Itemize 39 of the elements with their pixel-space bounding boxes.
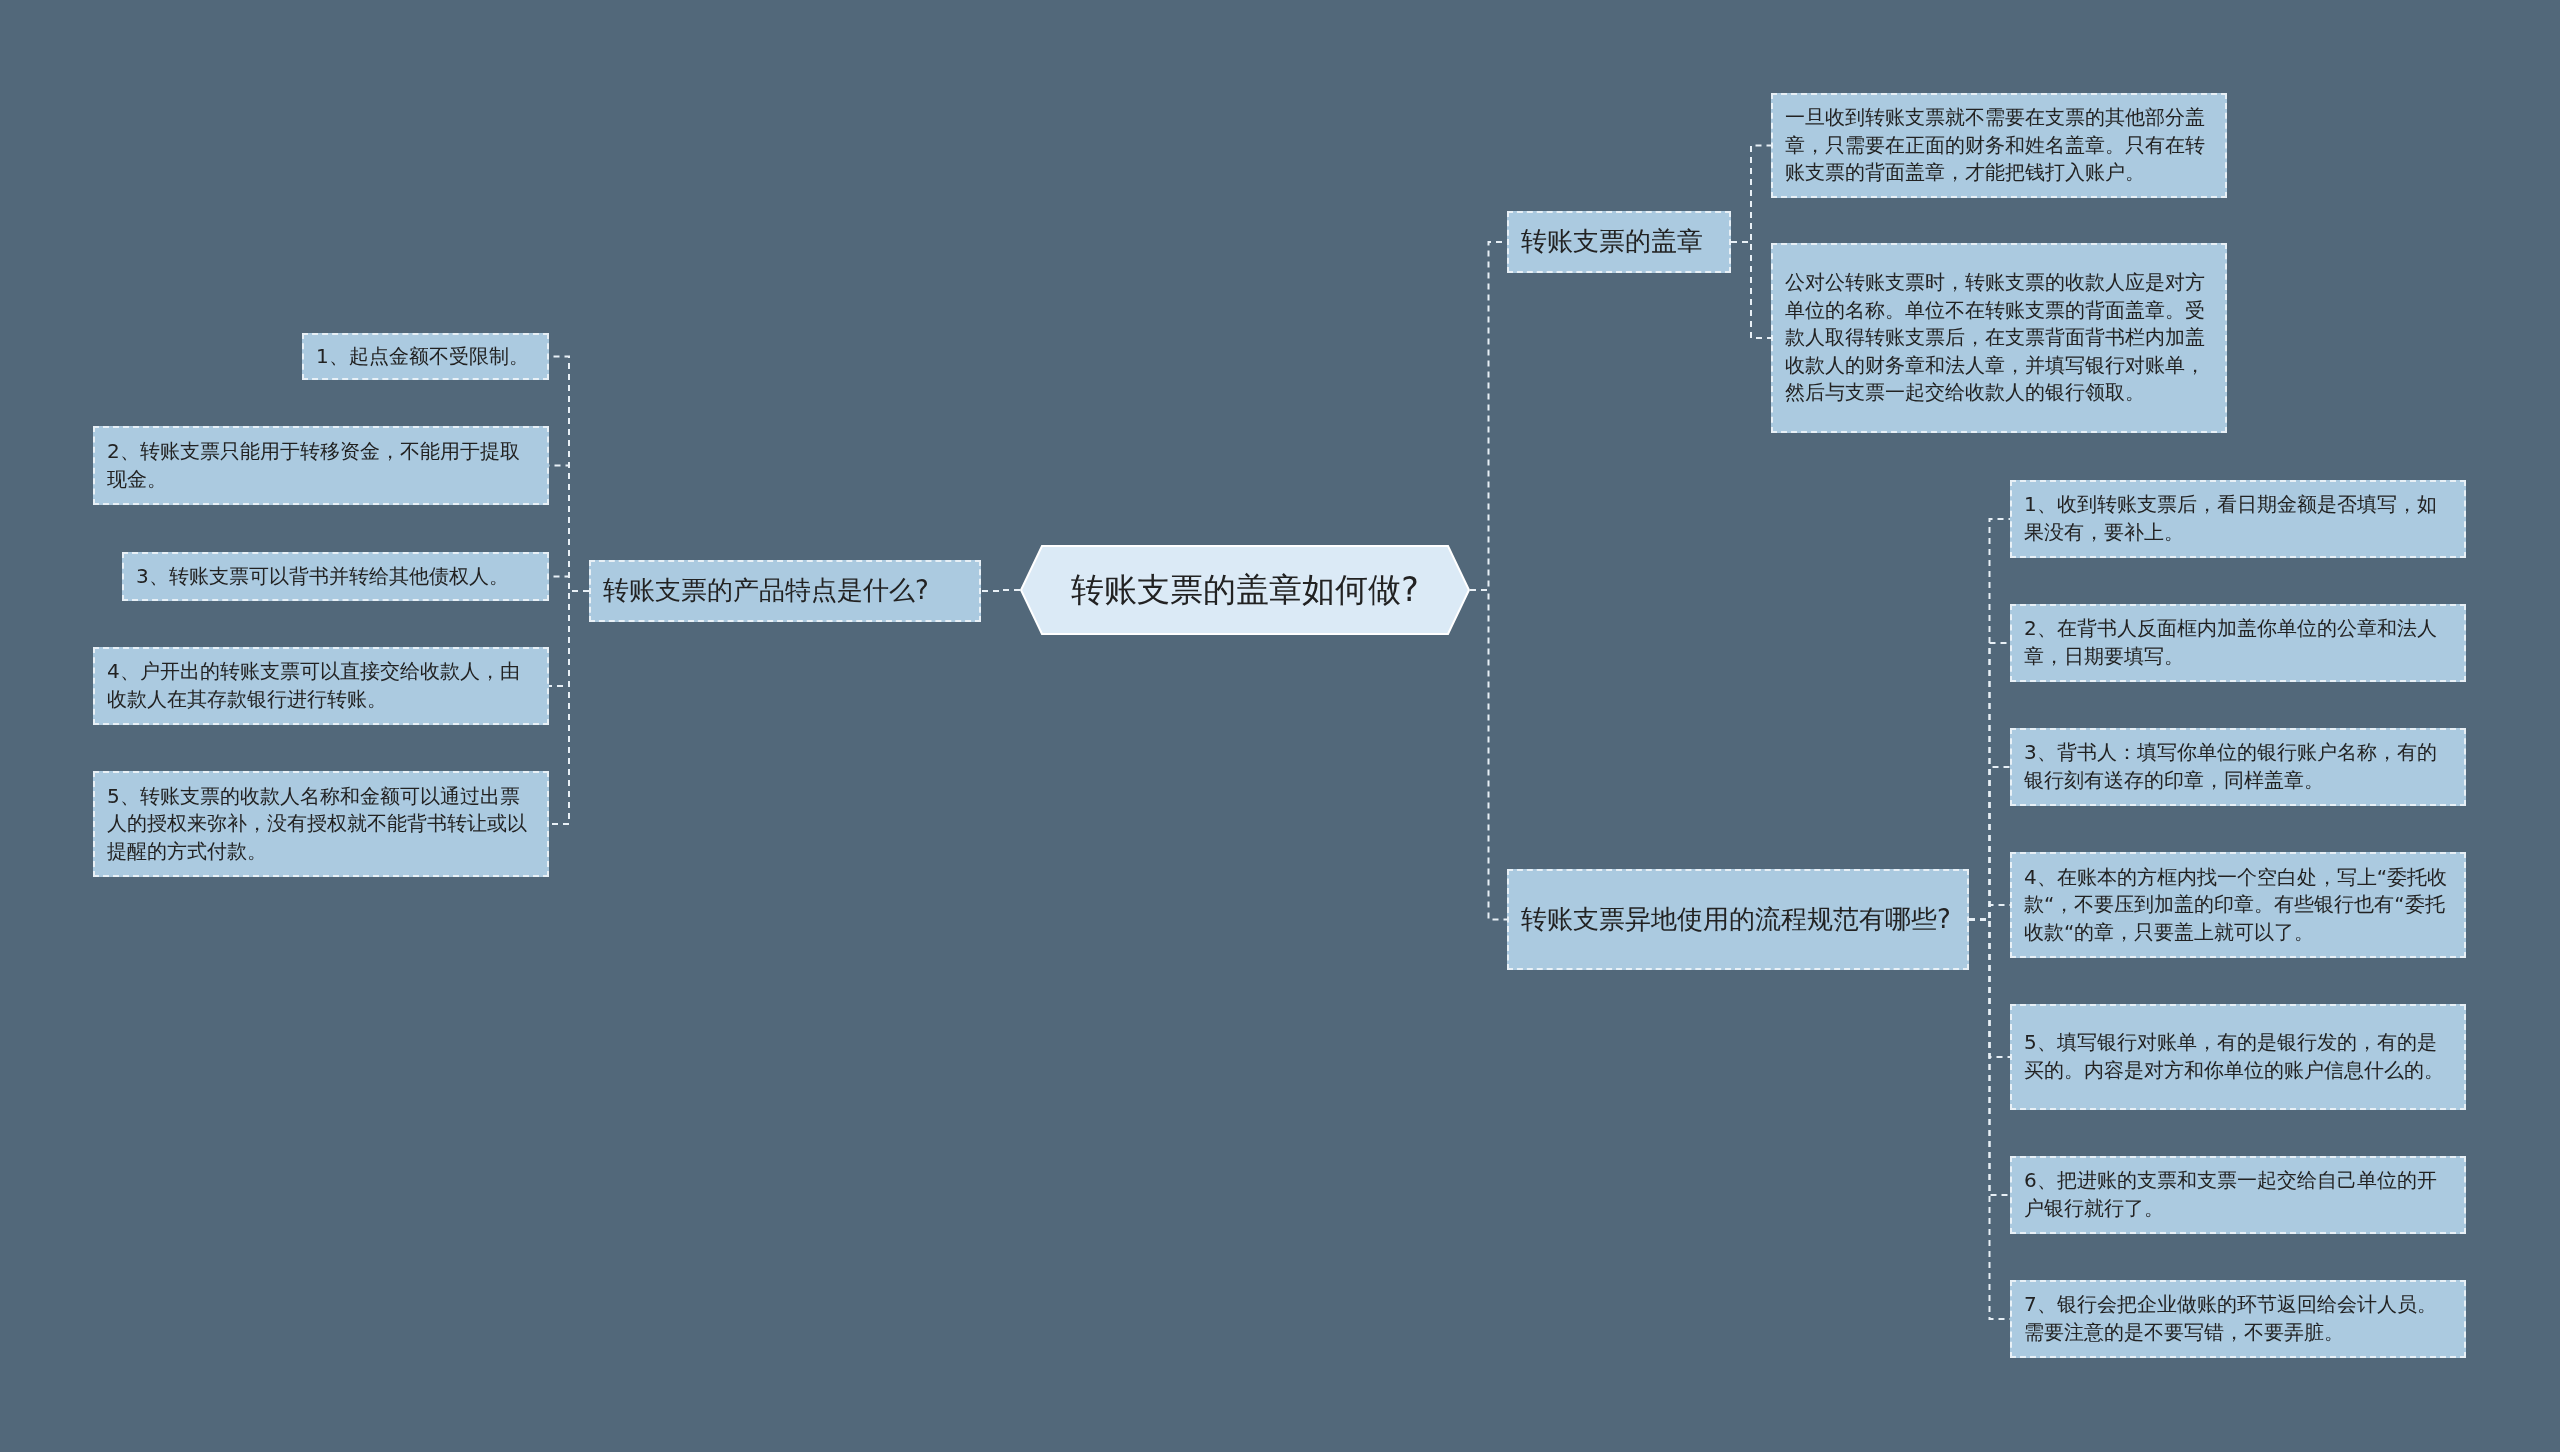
- subtopic-box: [2010, 1004, 2466, 1110]
- subtopic-box: [2010, 852, 2466, 958]
- topic-text: 转账支票的盖章如何做?: [1071, 569, 1419, 612]
- topic-text: 3、转账支票可以背书并转给其他债权人。: [136, 562, 509, 590]
- topic-box: [589, 560, 981, 622]
- connector-line: [980, 589, 1021, 592]
- subtopic-box: [93, 771, 549, 877]
- topic-text: 公对公转账支票时，转账支票的收款人应是对方单位的名称。单位不在转账支票的背面盖章。受款人取得转账支票后，在支票背面背书栏内加盖收款人的财务章和法人章，并填写银行对账单，然后与支票一起交给收款人的银行领取。: [1785, 269, 2206, 407]
- subtopic-box: [2010, 604, 2466, 682]
- central-topic: [1020, 545, 1470, 635]
- topic-text: 5、填写银行对账单，有的是银行发的，有的是买的。内容是对方和你单位的账户信息什么的。: [2024, 1029, 2445, 1084]
- topic-text: 转账支票异地使用的流程规范有哪些?: [1521, 902, 1951, 936]
- topic-text: 4、户开出的转账支票可以直接交给收款人，由收款人在其存款银行进行转账。: [107, 658, 521, 713]
- topic-text: 2、在背书人反面框内加盖你单位的公章和法人章，日期要填写。: [2024, 615, 2438, 670]
- subtopic-box: [302, 333, 549, 380]
- subtopic-box: [2010, 728, 2466, 806]
- topic-box: [1507, 211, 1731, 273]
- subtopic-box: [2010, 480, 2466, 558]
- subtopic-box: [122, 552, 549, 601]
- topic-text: 1、收到转账支票后，看日期金额是否填写，如果没有，要补上。: [2024, 491, 2438, 546]
- connector-line: [1469, 589, 1508, 921]
- subtopic-box: [1771, 243, 2227, 433]
- topic-text: 3、背书人：填写你单位的银行账户名称，有的银行刻有送存的印章，同样盖章。: [2024, 739, 2438, 794]
- topic-text: 6、把进账的支票和支票一起交给自己单位的开户银行就行了。: [2024, 1167, 2438, 1222]
- topic-text: 转账支票的产品特点是什么?: [603, 574, 929, 608]
- subtopic-box: [1771, 93, 2227, 198]
- topic-text: 2、转账支票只能用于转移资金，不能用于提取现金。: [107, 437, 521, 493]
- connector-line: [1730, 241, 1772, 339]
- topic-text: 4、在账本的方框内找一个空白处，写上“委托收款“，不要压到加盖的印章。有些银行也有“委托收款“的章，只要盖上就可以了。: [2024, 863, 2449, 946]
- subtopic-box: [93, 647, 549, 725]
- topic-text: 5、转账支票的收款人名称和金额可以通过出票人的授权来弥补，没有授权就不能背书转让或以提醒的方式付款。: [107, 782, 528, 865]
- subtopic-box: [2010, 1280, 2466, 1358]
- topic-text: 一旦收到转账支票就不需要在支票的其他部分盖章，只需要在正面的财务和姓名盖章。只有在转账支票的背面盖章，才能把钱打入账户。: [1785, 104, 2206, 187]
- subtopic-box: [93, 426, 549, 505]
- topic-box: [1507, 869, 1969, 970]
- topic-text: 1、起点金额不受限制。: [316, 342, 529, 370]
- topic-text: 7、银行会把企业做账的环节返回给会计人员。需要注意的是不要写错，不要弄脏。: [2024, 1291, 2438, 1346]
- topic-text: 转账支票的盖章: [1521, 225, 1703, 259]
- subtopic-box: [2010, 1156, 2466, 1234]
